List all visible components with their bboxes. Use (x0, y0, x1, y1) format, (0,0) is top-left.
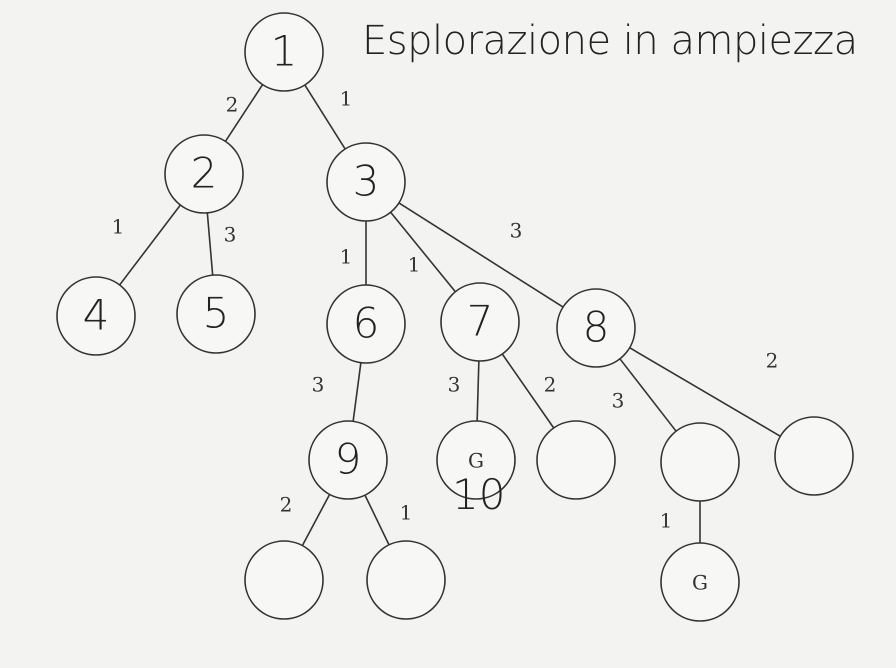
annotation-label: 10 (452, 470, 506, 519)
node-circle (164, 134, 244, 214)
edge-n7-nG1 (476, 360, 480, 422)
node-label: 9 (335, 435, 362, 484)
edge-weight-label: 2 (766, 349, 779, 373)
node-label: 5 (203, 289, 230, 338)
node-circle (660, 422, 740, 502)
node-label: 6 (353, 299, 380, 348)
node-label: 8 (583, 303, 610, 352)
tree-node-nE2 (660, 422, 740, 502)
node-circle (774, 416, 854, 496)
tree-node-n4: 4 (56, 276, 136, 356)
node-circle (326, 284, 406, 364)
edge-weight-label: 1 (660, 509, 673, 533)
node-circle (556, 288, 636, 368)
edge-n6-n9 (352, 362, 362, 422)
tree-node-nG2: G (660, 542, 740, 622)
tree-node-n2: 2 (164, 134, 244, 214)
node-label: 7 (467, 297, 494, 346)
edge-weight-label: 3 (224, 223, 237, 247)
node-circle (244, 540, 324, 620)
edge-n2-n5 (206, 212, 214, 276)
tree-node-nE3 (774, 416, 854, 496)
node-circle (440, 282, 520, 362)
node-circle (326, 142, 406, 222)
node-circle (660, 542, 740, 622)
edge-weight-label: 1 (400, 501, 413, 525)
edge-n9-nE5 (364, 494, 390, 546)
edge-weight-label: 3 (448, 373, 461, 397)
edge-weight-label: 2 (544, 373, 557, 397)
edge-n1-n3 (304, 84, 346, 150)
node-circle (176, 274, 256, 354)
tree-node-nE5 (366, 540, 446, 620)
tree-node-nE1 (536, 420, 616, 500)
tree-node-nE4 (244, 540, 324, 620)
node-label: G (468, 449, 484, 473)
edge-n9-nE4 (301, 494, 331, 546)
node-label: 3 (353, 157, 380, 206)
edge-weight-label: 3 (510, 219, 523, 243)
edge-n8-nE3 (629, 347, 781, 437)
node-label: 4 (83, 291, 110, 340)
tree-node-n9: 9 (308, 420, 388, 500)
node-label: 1 (271, 27, 298, 76)
edge-weight-label: 1 (408, 253, 421, 277)
node-circle (244, 12, 324, 92)
node-label: 2 (191, 149, 218, 198)
tree-node-n3: 3 (326, 142, 406, 222)
edge-weight-label: 1 (340, 87, 353, 111)
diagram-title: Esplorazione in ampiezza (362, 18, 858, 64)
edge-weight-label: 2 (280, 493, 293, 517)
tree-node-n5: 5 (176, 274, 256, 354)
edge-n7-nE1 (501, 353, 555, 429)
node-circle (56, 276, 136, 356)
tree-node-n6: 6 (326, 284, 406, 364)
edge-weight-label: 2 (226, 93, 239, 117)
edge-weight-label: 1 (112, 215, 125, 239)
edge-n8-nE2 (619, 358, 677, 432)
edge-weight-label: 1 (340, 245, 353, 269)
edge-n2-n4 (118, 204, 182, 286)
tree-node-nG1: G (436, 420, 516, 500)
node-label: G (692, 571, 708, 595)
node-circle (308, 420, 388, 500)
tree-node-n1: 1 (244, 12, 324, 92)
edge-n3-n7 (390, 211, 456, 293)
edge-n1-n2 (224, 84, 264, 142)
edge-weight-label: 3 (312, 373, 325, 397)
edge-weight-label: 3 (612, 389, 625, 413)
node-circle (436, 420, 516, 500)
node-circle (536, 420, 616, 500)
edge-n3-n8 (398, 202, 564, 308)
tree-node-n7: 7 (440, 282, 520, 362)
tree-node-n8: 8 (556, 288, 636, 368)
node-circle (366, 540, 446, 620)
